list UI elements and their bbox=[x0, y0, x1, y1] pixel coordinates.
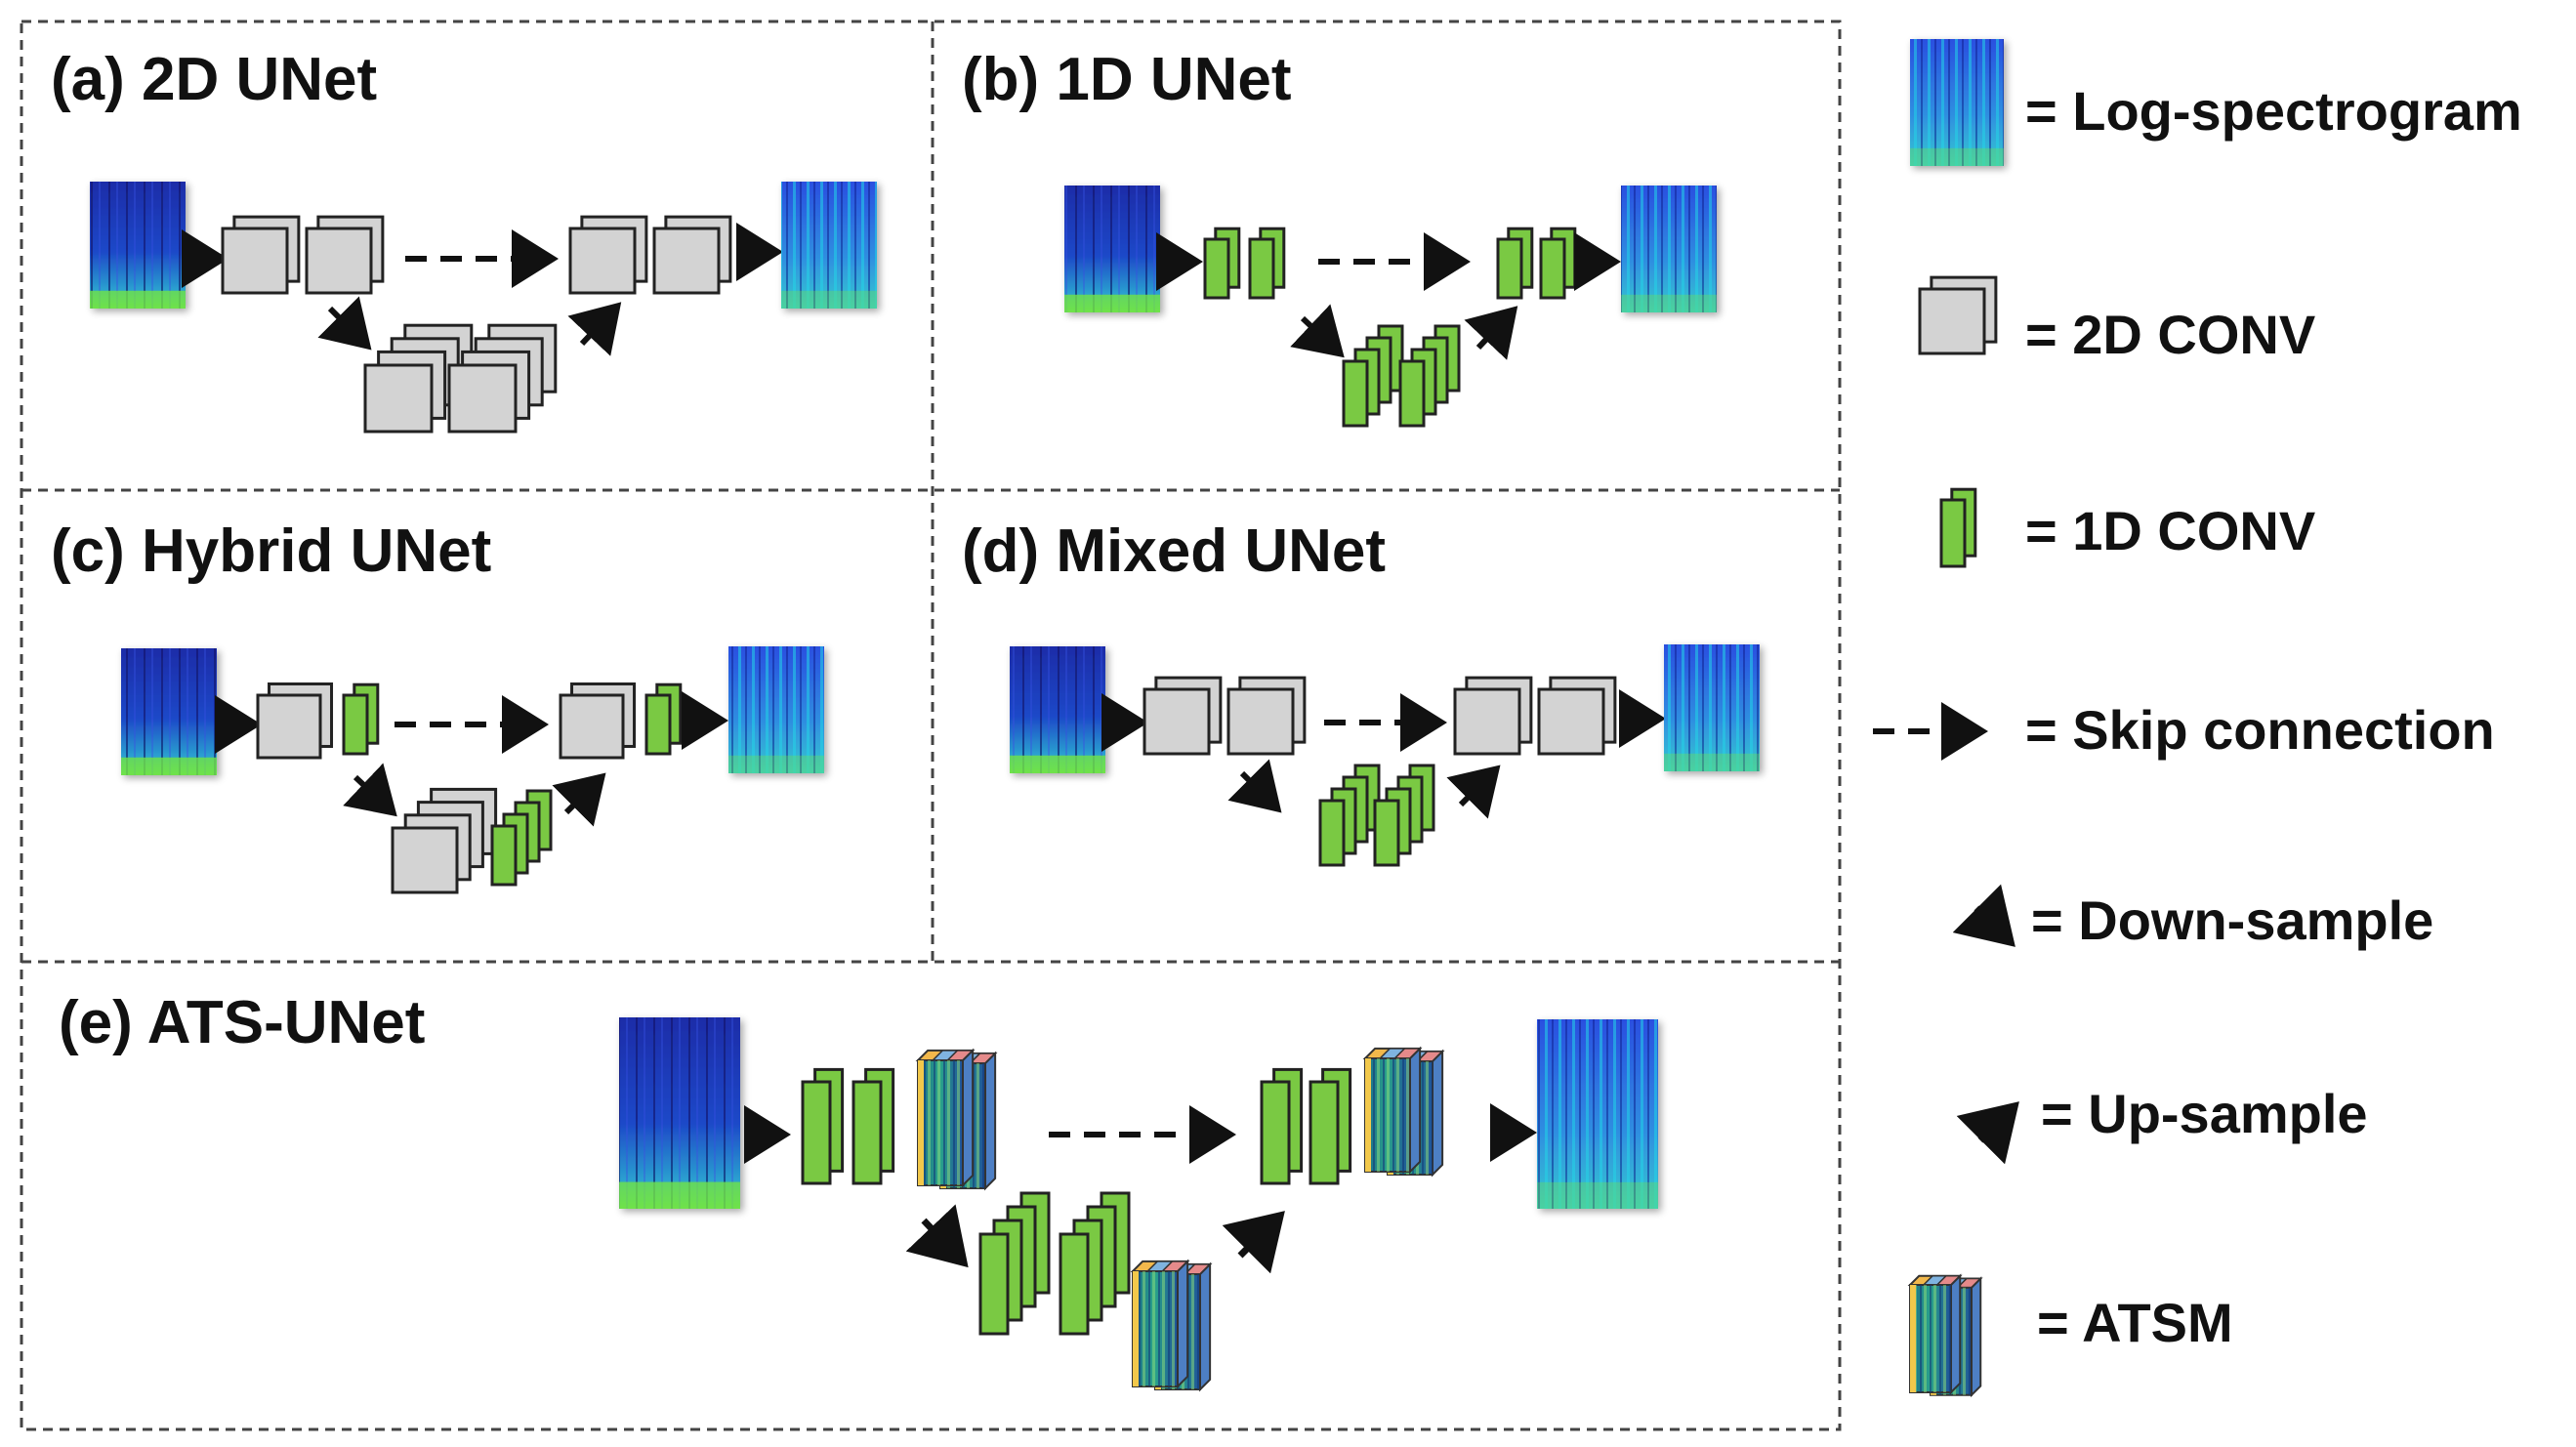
panel-a-enc-conv2d-2 bbox=[305, 215, 385, 295]
panel-d-input-spectrogram bbox=[1010, 646, 1105, 773]
legend-conv1d-label: = 1D CONV bbox=[2025, 500, 2315, 561]
legend-conv2d-label: = 2D CONV bbox=[2025, 304, 2315, 365]
panel-c-enc-conv1d bbox=[342, 682, 380, 756]
panel-b-down-arrow bbox=[1290, 304, 1345, 358]
panel-c-bottleneck-conv2d-stack bbox=[391, 787, 498, 894]
legend-atsm-icon bbox=[1907, 1273, 1983, 1398]
panel-c-dec-conv1d bbox=[644, 682, 683, 756]
legend-log-spectrogram-icon bbox=[1910, 39, 2004, 166]
panel-d-enc-conv2d-1 bbox=[1143, 676, 1223, 756]
panel-d-bottleneck-stack-1 bbox=[1318, 764, 1381, 867]
panel-d-down-arrow bbox=[1227, 759, 1282, 813]
panel-b-up-arrow bbox=[1464, 306, 1518, 360]
panel-a-dec-conv2d-1 bbox=[568, 215, 648, 295]
panel-e-enc-atsm bbox=[915, 1048, 998, 1191]
panel-e-bottleneck-conv1d-stack-1 bbox=[978, 1191, 1051, 1336]
panel-d-enc-conv2d-2 bbox=[1226, 676, 1307, 756]
legend-log-spectrogram-label: = Log-spectrogram bbox=[2025, 80, 2522, 142]
panel-b-bottleneck-stack-1 bbox=[1342, 324, 1404, 428]
panel-e-dec-conv1d-2 bbox=[1309, 1067, 1352, 1185]
legend-down-icon bbox=[1952, 884, 2015, 947]
panel-a-up-arrow bbox=[567, 302, 622, 356]
panel-e-up-arrow bbox=[1222, 1211, 1285, 1274]
legend-conv1d-icon bbox=[1939, 487, 1977, 568]
diagram-shapes bbox=[90, 39, 2019, 1398]
panel-b-output-spectrogram bbox=[1621, 186, 1717, 312]
panel-b-bottleneck-stack-2 bbox=[1398, 324, 1461, 428]
panel-e-enc-conv1d-1 bbox=[801, 1067, 845, 1185]
panel-a-input-spectrogram bbox=[90, 182, 186, 309]
panel-d-output-spectrogram bbox=[1664, 644, 1760, 771]
panel-a-down-arrow bbox=[317, 296, 372, 351]
panel-b-dec-conv1d-2 bbox=[1539, 227, 1577, 300]
panel-c-output-spectrogram bbox=[728, 646, 824, 773]
panel-c-up-arrow bbox=[552, 772, 606, 827]
panel-c-bottleneck-conv1d-stack bbox=[490, 789, 553, 887]
panel-c-title: (c) Hybrid UNet bbox=[51, 517, 491, 585]
panel-c-dec-conv2d bbox=[559, 682, 637, 760]
panel-c-input-spectrogram bbox=[121, 648, 217, 775]
panel-e-title: (e) ATS-UNet bbox=[59, 989, 425, 1056]
legend-up-label: = Up-sample bbox=[2041, 1083, 2368, 1144]
panel-e-output-spectrogram bbox=[1537, 1019, 1658, 1209]
panel-a-title: (a) 2D UNet bbox=[51, 46, 377, 113]
panel-d-title: (d) Mixed UNet bbox=[962, 517, 1386, 585]
panel-b-input-spectrogram bbox=[1064, 186, 1160, 312]
panel-c-enc-conv2d bbox=[256, 682, 334, 760]
panel-c-down-arrow bbox=[343, 763, 397, 817]
panel-e-down-arrow bbox=[905, 1204, 969, 1268]
panel-e-enc-conv1d-2 bbox=[852, 1067, 895, 1185]
panel-a-output-spectrogram bbox=[781, 182, 877, 309]
panel-a-bottleneck-stack-2 bbox=[447, 323, 558, 434]
panel-e-dec-conv1d-1 bbox=[1260, 1067, 1304, 1185]
legend-skip-label: = Skip connection bbox=[2025, 699, 2495, 761]
panel-e-bottleneck-conv1d-stack-2 bbox=[1059, 1191, 1131, 1336]
panel-d-dec-conv2d-1 bbox=[1453, 676, 1533, 756]
legend-down-label: = Down-sample bbox=[2031, 889, 2433, 951]
panel-d-up-arrow bbox=[1446, 765, 1501, 819]
panel-b-enc-conv1d-1 bbox=[1203, 227, 1241, 300]
panel-borders bbox=[20, 20, 1842, 1431]
panel-d-dec-conv2d-2 bbox=[1537, 676, 1617, 756]
legend-up-icon bbox=[1956, 1101, 2019, 1165]
panel-d-bottleneck-stack-2 bbox=[1373, 764, 1435, 867]
panel-e-bottleneck-atsm bbox=[1130, 1259, 1213, 1392]
legend-conv2d-icon bbox=[1918, 275, 1998, 355]
panel-b-enc-conv1d-2 bbox=[1248, 227, 1286, 300]
panel-a-bottleneck-stack-1 bbox=[363, 323, 474, 434]
panel-e-dec-atsm bbox=[1362, 1046, 1445, 1178]
panel-e-input-spectrogram bbox=[619, 1017, 740, 1209]
panel-a-dec-conv2d-2 bbox=[652, 215, 732, 295]
panel-b-dec-conv1d-1 bbox=[1496, 227, 1534, 300]
panel-a-enc-conv2d-1 bbox=[221, 215, 301, 295]
legend-atsm-label: = ATSM bbox=[2037, 1292, 2233, 1353]
panel-b-title: (b) 1D UNet bbox=[962, 46, 1292, 113]
